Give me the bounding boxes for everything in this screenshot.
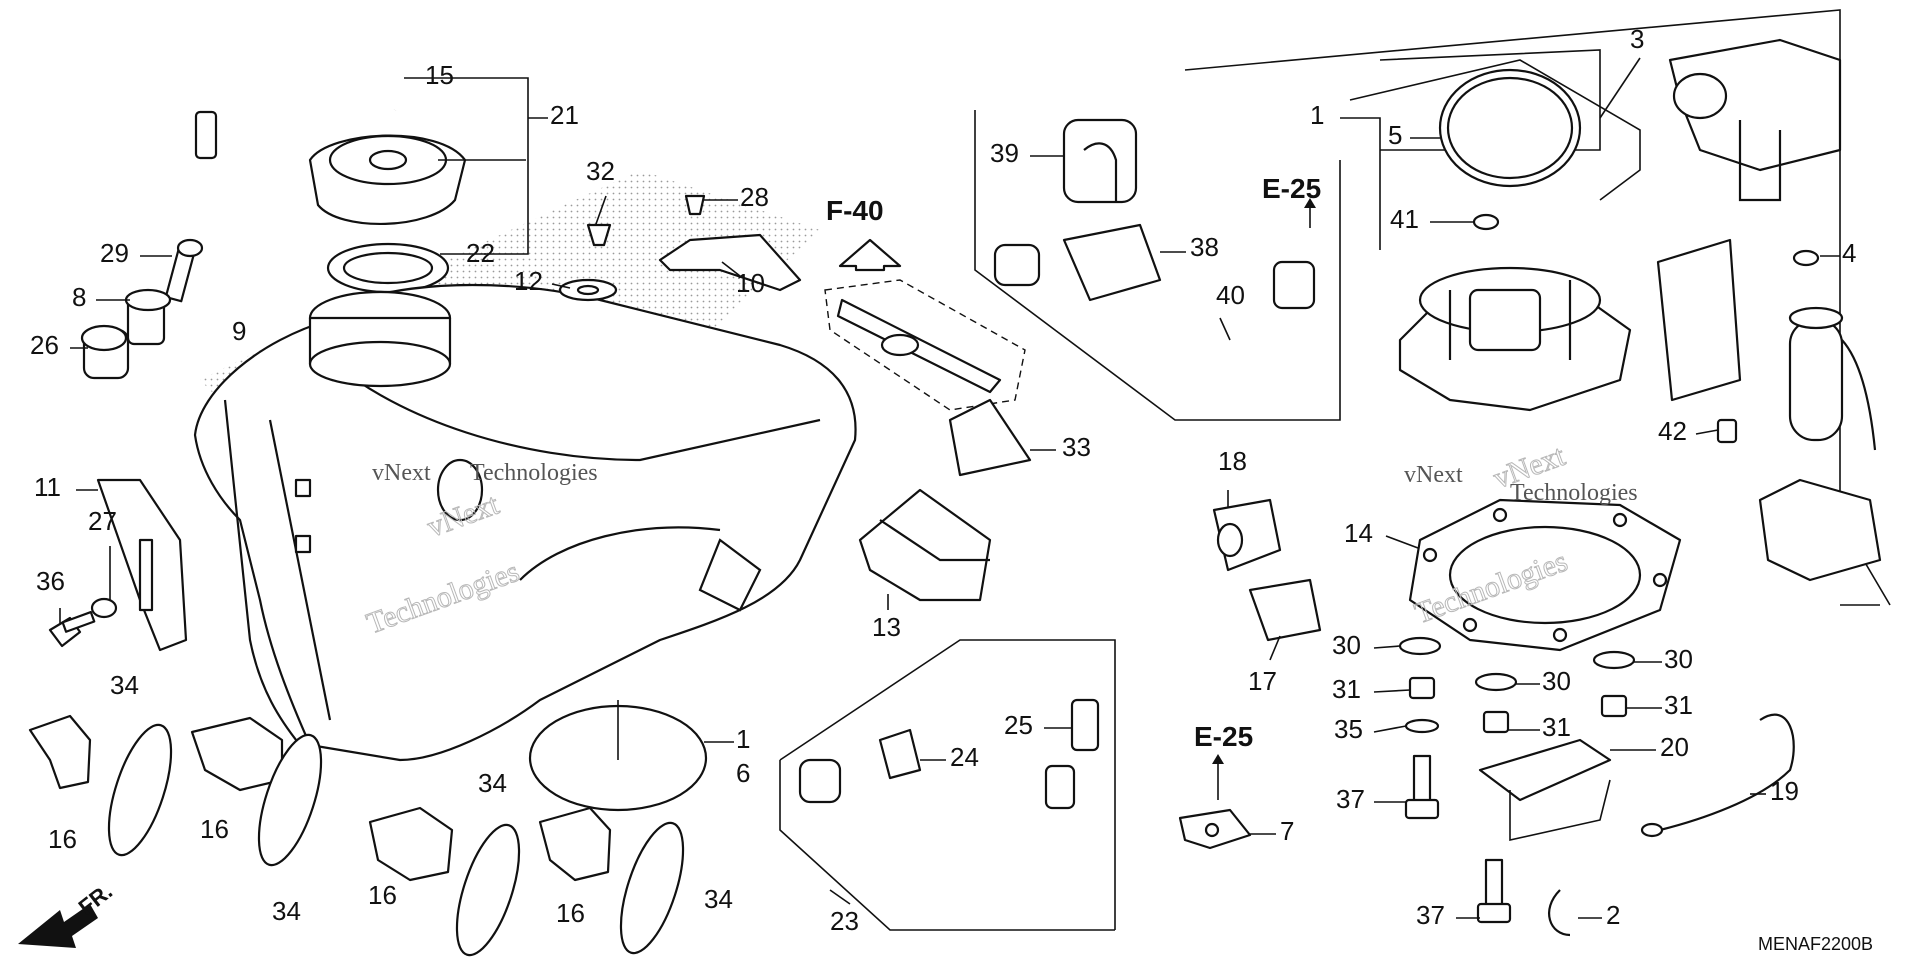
- callout-c36[interactable]: 36: [36, 566, 65, 596]
- callout-c22[interactable]: 22: [466, 238, 495, 268]
- callout-c11[interactable]: 11: [34, 472, 61, 502]
- callout-c16b[interactable]: 16: [200, 814, 229, 844]
- rubber-holder[interactable]: [858, 398, 1032, 602]
- callout-c15[interactable]: 15: [425, 60, 454, 90]
- callout-c38[interactable]: 38: [1190, 232, 1219, 262]
- callout-c10[interactable]: 10: [736, 268, 765, 298]
- callout-c28[interactable]: 28: [740, 182, 769, 212]
- callout-c16a[interactable]: 16: [48, 824, 77, 854]
- fuel-cap[interactable]: [308, 134, 467, 294]
- diagram-code: MENAF2200B: [1758, 934, 1873, 954]
- callout-c35[interactable]: 35: [1334, 714, 1363, 744]
- mount-bolt-collar[interactable]: [80, 238, 204, 380]
- callout-c19[interactable]: 19: [1770, 776, 1799, 806]
- callout-c30a[interactable]: 30: [1332, 630, 1361, 660]
- fuel-return-hose-group[interactable]: [779, 639, 1116, 931]
- svg-text:vNext: vNext: [372, 460, 431, 486]
- fuel-pump-group[interactable]: [1184, 9, 1891, 606]
- clip-7[interactable]: [1178, 808, 1252, 850]
- callout-c26[interactable]: 26: [30, 330, 59, 360]
- callout-c12[interactable]: 12: [514, 266, 543, 296]
- pump-gasket[interactable]: [1408, 498, 1682, 652]
- callout-c17[interactable]: 17: [1248, 666, 1277, 696]
- callout-c34a[interactable]: 34: [110, 670, 139, 700]
- callout-c30c[interactable]: 30: [1664, 644, 1693, 674]
- callout-c31a[interactable]: 31: [1332, 674, 1361, 704]
- callout-c9[interactable]: 9: [232, 316, 246, 346]
- callout-c40[interactable]: 40: [1216, 280, 1245, 310]
- svg-text:Technologies: Technologies: [470, 460, 598, 486]
- breather-hose[interactable]: [194, 35, 401, 160]
- section-ref-arrows: [1212, 198, 1316, 800]
- callout-c4[interactable]: 4: [1842, 238, 1856, 268]
- callout-c6[interactable]: 6: [736, 758, 750, 788]
- callout-c34c[interactable]: 34: [478, 768, 507, 798]
- tank-cushions-bands[interactable]: [28, 714, 696, 960]
- callout-c16d[interactable]: 16: [556, 898, 585, 928]
- fuel-tank[interactable]: [193, 283, 857, 762]
- callout-c2[interactable]: 2: [1606, 900, 1620, 930]
- callout-c32[interactable]: 32: [586, 156, 615, 186]
- hose-clamps[interactable]: [1212, 498, 1322, 642]
- callout-c23[interactable]: 23: [830, 906, 859, 936]
- callout-c18[interactable]: 18: [1218, 446, 1247, 476]
- fuel-feed-hose-group[interactable]: [974, 110, 1341, 421]
- front-direction-arrow-icon: [18, 904, 98, 948]
- leader-lines: [59, 57, 1880, 919]
- callout-c3[interactable]: 3: [1630, 24, 1644, 54]
- callout-c41[interactable]: 41: [1390, 204, 1419, 234]
- svg-text:vNext: vNext: [1404, 462, 1463, 488]
- tank-oring[interactable]: [528, 700, 708, 812]
- callout-c14[interactable]: 14: [1344, 518, 1373, 548]
- section-ref-e25-bottom[interactable]: E-25: [1194, 721, 1253, 752]
- callout-c7[interactable]: 7: [1280, 816, 1294, 846]
- callout-c33[interactable]: 33: [1062, 432, 1091, 462]
- section-ref-e25-top[interactable]: E-25: [1262, 173, 1321, 204]
- svg-text:Technologies: Technologies: [1510, 480, 1638, 506]
- callout-c8[interactable]: 8: [72, 282, 86, 312]
- callout-c34d[interactable]: 34: [704, 884, 733, 914]
- callout-c37b[interactable]: 37: [1416, 900, 1445, 930]
- section-f40: [824, 238, 1026, 411]
- callout-c21[interactable]: 21: [550, 100, 579, 130]
- callout-c27[interactable]: 27: [88, 506, 117, 536]
- callout-c1a[interactable]: 1: [736, 724, 750, 754]
- callout-c37a[interactable]: 37: [1336, 784, 1365, 814]
- tank-stay-bracket[interactable]: [48, 478, 188, 652]
- callout-c16c[interactable]: 16: [368, 880, 397, 910]
- callout-c31b[interactable]: 31: [1542, 712, 1571, 742]
- callout-c39[interactable]: 39: [990, 138, 1019, 168]
- callout-c13[interactable]: 13: [872, 612, 901, 642]
- callout-c20[interactable]: 20: [1660, 732, 1689, 762]
- callout-c30b[interactable]: 30: [1542, 666, 1571, 696]
- callout-c42[interactable]: 42: [1658, 416, 1687, 446]
- callout-c34b[interactable]: 34: [272, 896, 301, 926]
- section-ref-f40[interactable]: F-40: [826, 195, 884, 226]
- callout-c1b[interactable]: 1: [1310, 100, 1324, 130]
- callout-c31c[interactable]: 31: [1664, 690, 1693, 720]
- callout-c24[interactable]: 24: [950, 742, 979, 772]
- callout-c29[interactable]: 29: [100, 238, 129, 268]
- callout-c5[interactable]: 5: [1388, 120, 1402, 150]
- tank-small-hardware[interactable]: [558, 194, 802, 302]
- pump-fasteners[interactable]: [1398, 636, 1636, 937]
- tether-cord[interactable]: [1640, 713, 1795, 838]
- callout-c25[interactable]: 25: [1004, 710, 1033, 740]
